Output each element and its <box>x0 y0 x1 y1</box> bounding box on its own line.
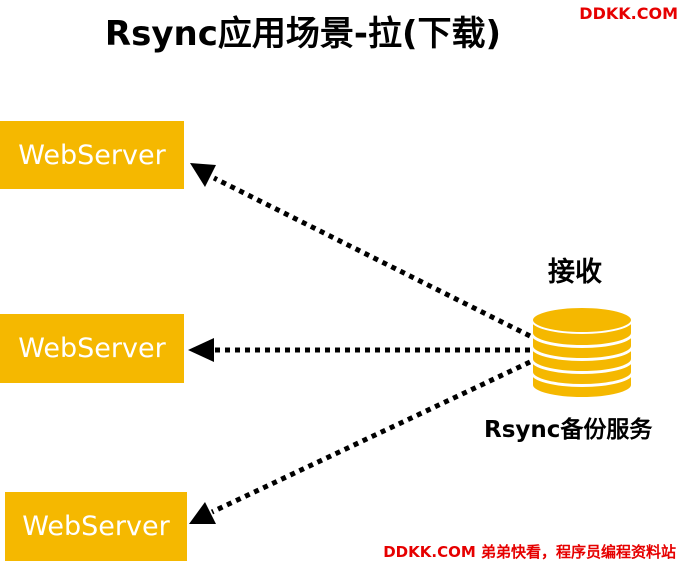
webserver-box-3: WebServer <box>5 492 187 561</box>
rsync-backup-service-label: Rsync备份服务 <box>484 417 653 443</box>
arrow-to-webserver-1 <box>190 163 532 339</box>
receive-label: 接收 <box>548 257 602 288</box>
webserver-box-1: WebServer <box>0 121 184 189</box>
diagram-title: Rsync应用场景-拉(下载) <box>104 14 502 54</box>
watermark-bottom: DDKK.COM 弟弟快看，程序员编程资料站 <box>383 543 676 561</box>
webserver-box-2: WebServer <box>0 314 184 383</box>
arrow-to-webserver-3 <box>189 359 532 524</box>
webserver-label-1: WebServer <box>18 139 166 171</box>
database-icon <box>531 306 633 399</box>
watermark-top: DDKK.COM <box>579 4 678 23</box>
webserver-label-3: WebServer <box>22 511 170 542</box>
webserver-label-2: WebServer <box>18 333 166 364</box>
arrow-to-webserver-2 <box>188 338 530 362</box>
